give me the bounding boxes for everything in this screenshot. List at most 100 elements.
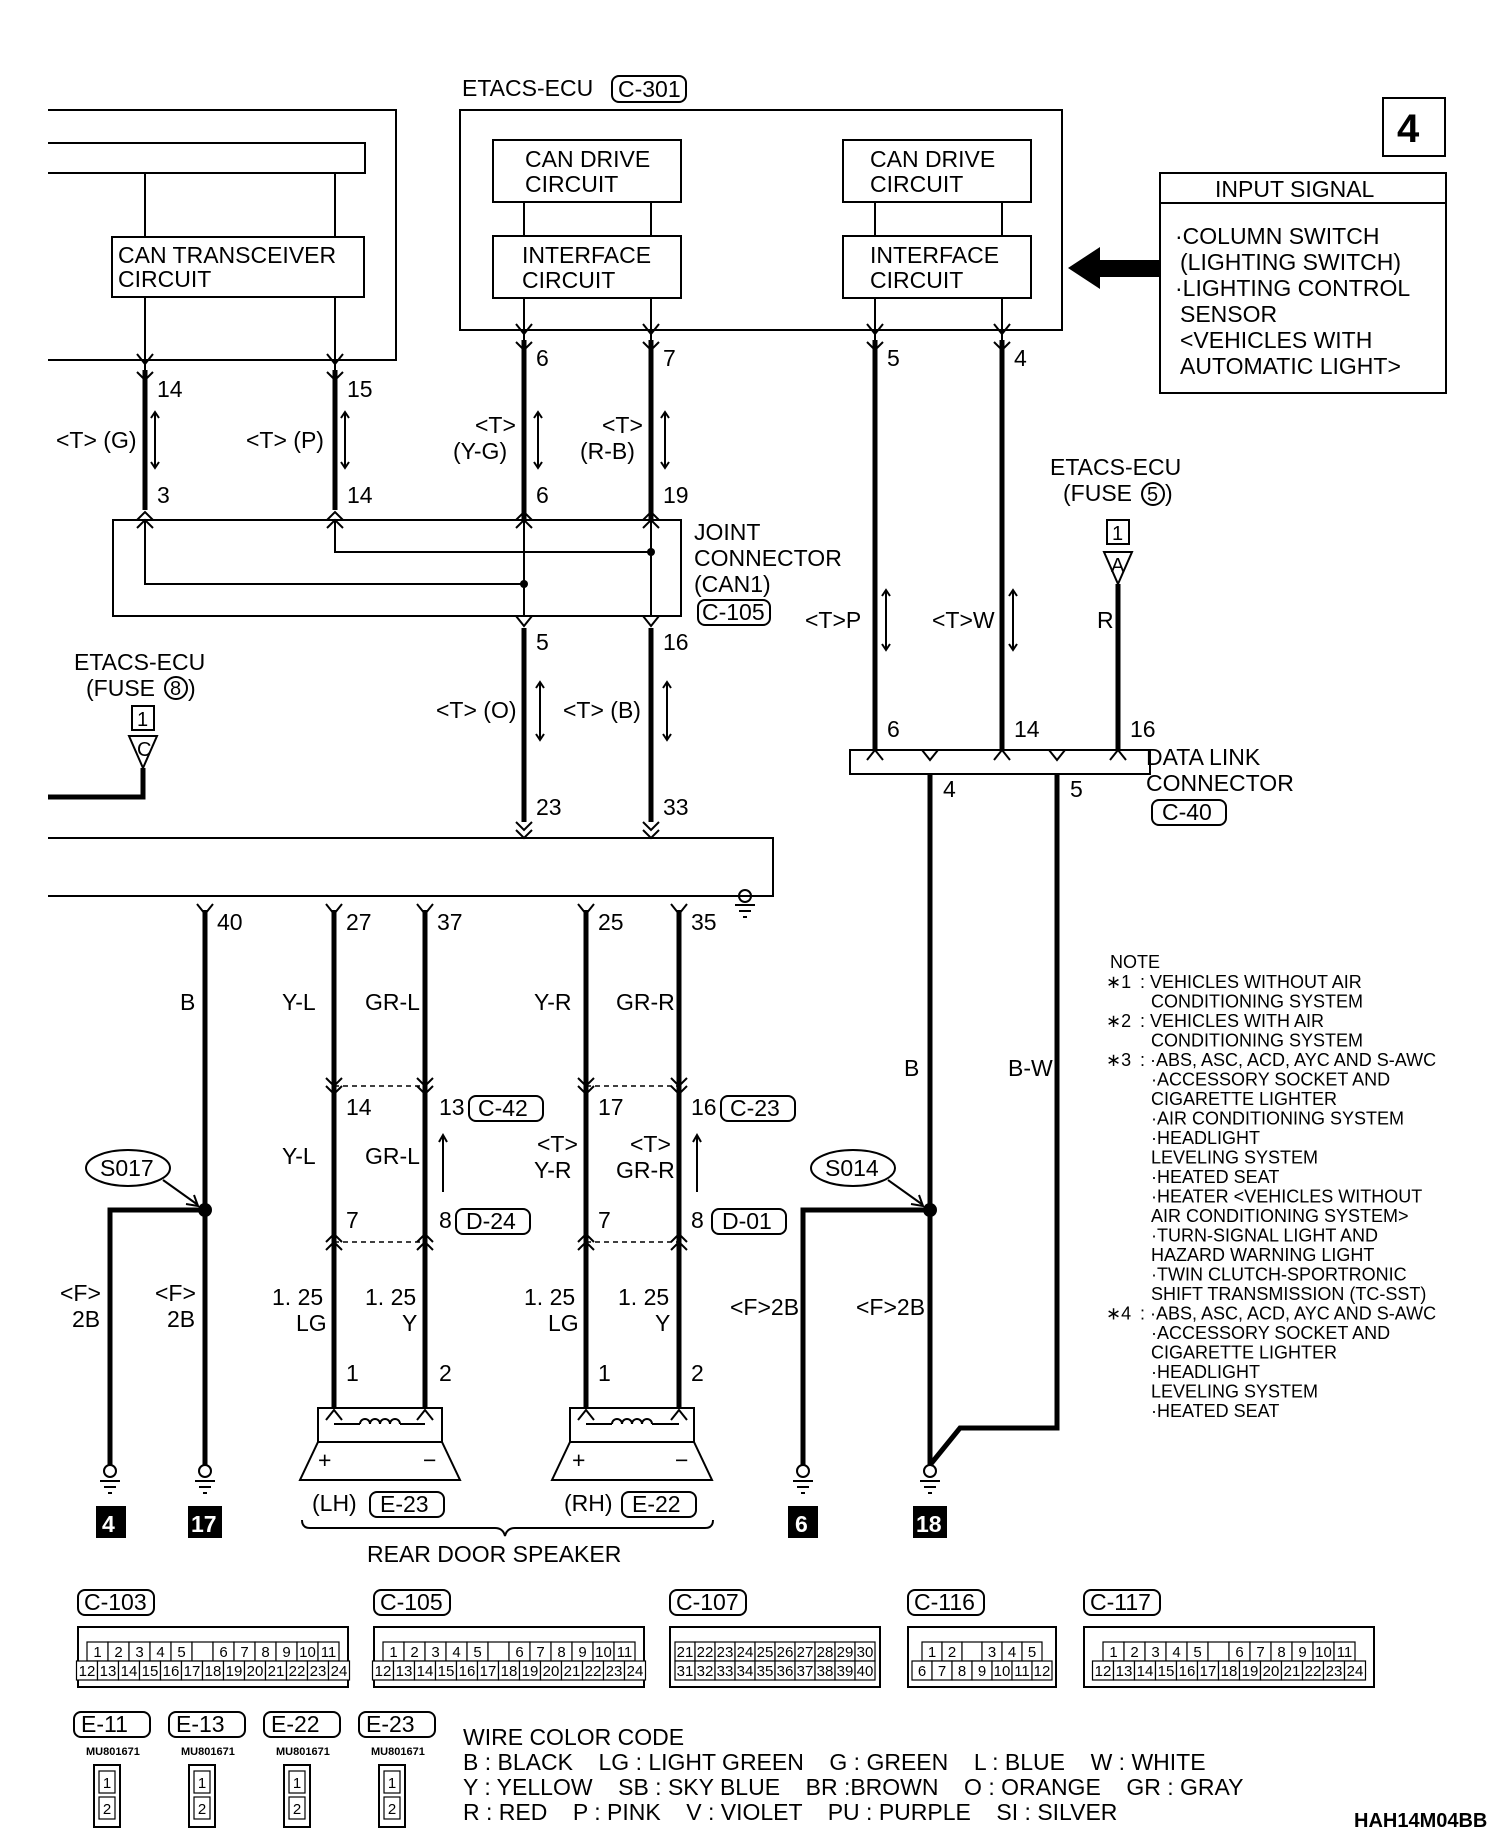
connector-pin: 21 [564,1663,581,1680]
note-line: ·HEATED SEAT [1151,1167,1279,1187]
ecu-pin-4: 4 [1014,345,1027,371]
note-line: ·TWIN CLUTCH-SPORTRONIC [1151,1265,1407,1285]
joint-label-2: CONNECTOR [694,545,842,571]
connector-pin: 5 [177,1644,185,1661]
color-code-line-1: B : BLACK LG : LIGHT GREEN G : GREEN L :… [463,1749,1206,1775]
small-connector-label-box [168,1711,246,1738]
grounds [100,1464,940,1494]
connector-pin: 1 [1109,1644,1117,1661]
connector-pin: 20 [543,1663,560,1680]
connector-pin: 2 [1130,1644,1138,1661]
connector-name: C-105 [380,1589,443,1615]
small-connector-cell [193,1796,211,1820]
signal-arrow-lh [438,1132,448,1192]
joint-pin-3: 3 [157,482,170,508]
rh-gauge-1: 1. 25 [524,1284,575,1310]
dlc-connector-code: C-40 [1162,799,1212,825]
color-code-line-3: R : RED P : PINK V : VIOLET PU : PURPLE … [463,1799,1117,1825]
ground-4-box [96,1506,126,1538]
etacs-ecu: ETACS-ECU C-301 CAN DRIVE CIRCUIT CAN DR… [459,75,1063,340]
lh-gauge-2: 1. 25 [365,1284,416,1310]
lh-gauge-1: 1. 25 [272,1284,323,1310]
small-connector-pin: 1 [198,1775,206,1792]
connector-pin: 5 [1028,1644,1036,1661]
data-link-connector: 6 14 16 DATA LINK CONNECTOR C-40 4 5 [849,716,1294,826]
note-line: ·AIR CONDITIONING SYSTEM [1151,1109,1404,1129]
ecu-pin-6: 6 [536,345,549,371]
ecu-title: ETACS-ECU [462,75,593,101]
fuse5-number: 5 [1147,484,1158,506]
connector-pin: 24 [1347,1663,1364,1680]
svg-text:): ) [1165,480,1173,506]
wire-label-rb-2: (R-B) [580,438,635,464]
ecu-pin-5: 5 [887,345,900,371]
signal-direction-arrows-mid [535,680,672,742]
signal-direction-arrows-dlc [881,588,1018,652]
connector-cell [487,1641,510,1662]
connector-cell [1343,1660,1367,1681]
speaker-wires [325,910,688,1408]
ecu-connector: C-301 [618,76,681,102]
connector-cell [854,1660,876,1681]
input-signal-line-6: AUTOMATIC LIGHT> [1180,353,1401,379]
connector-pin: 24 [331,1663,348,1680]
connector-cell [961,1641,983,1662]
note-block: NOTE ∗1: VEHICLES WITHOUT AIRCONDITIONIN… [1106,952,1436,1421]
connector-label-box [669,1589,747,1616]
connector-pin: 11 [617,1644,633,1661]
connector-pin: 24 [737,1644,754,1661]
dlc-pin-6: 6 [887,716,900,742]
connector-pin: 20 [247,1663,264,1680]
wire-label-rb-1: <T> [602,412,643,438]
connector-pin: 15 [438,1663,455,1680]
ground-17: 17 [191,1511,217,1537]
connector-pin: 22 [585,1663,602,1680]
connector-pin: 15 [142,1663,159,1680]
fuse8-fuse: (FUSE [86,675,155,701]
module-pin-40: 40 [217,909,243,935]
top-chevrons [136,323,1011,382]
connector-pin: 10 [299,1644,316,1661]
connector-pin: 20 [1263,1663,1280,1680]
connector-pin: 17 [480,1663,497,1680]
wire-color-grr: GR-R [616,989,675,1015]
small-connector-part: MU801671 [181,1746,235,1758]
wire-label-p: <T> (P) [246,427,324,453]
connector-pin: 23 [1326,1663,1343,1680]
connector-pin: 26 [777,1644,794,1661]
rh-pin-17: 17 [598,1094,624,1120]
wire-color-grl: GR-L [365,989,420,1015]
input-signal-line-5: <VEHICLES WITH [1180,327,1372,353]
rh-color-grr-1: <T> [630,1131,671,1157]
joint-connector-code: C-105 [702,599,765,625]
rh-minus: − [675,1447,688,1473]
dlc-pin-4: 4 [943,776,956,802]
connector-pin: 1 [389,1644,397,1661]
note-mark: ∗4 [1106,1304,1131,1324]
connector-pin: 19 [1242,1663,1259,1680]
connector-pin: 6 [1235,1644,1243,1661]
rh-gauge-2-color: Y [655,1310,670,1336]
connector-pin: 4 [156,1644,164,1661]
ground-17-box [188,1506,222,1538]
connector-pin: 7 [1256,1644,1264,1661]
connector-cell [1031,1660,1053,1681]
lh-low-pin-7: 7 [346,1207,359,1233]
connector-label-box [907,1589,985,1616]
lh-gauge-1-color: LG [296,1310,327,1336]
wire-color-yl: Y-L [282,989,316,1015]
connector-pin: 13 [1116,1663,1133,1680]
etacs-fuse5: ETACS-ECU (FUSE 5 ) 1 A [1050,454,1181,750]
connector-pin: 23 [717,1644,734,1661]
ground-18: 18 [916,1511,942,1537]
speaker-caption: REAR DOOR SPEAKER [367,1541,621,1567]
rh-color-yr-2: Y-R [534,1157,572,1183]
fuse5-title: ETACS-ECU [1050,454,1181,480]
small-connector-name: E-11 [81,1711,128,1737]
connector-pin: 28 [817,1644,834,1661]
connector-pin: 7 [240,1644,248,1661]
connector-cell [191,1641,214,1662]
dlc-pin-14: 14 [1014,716,1040,742]
connector-pin: 9 [1298,1644,1306,1661]
joint-pin-14: 14 [347,482,373,508]
